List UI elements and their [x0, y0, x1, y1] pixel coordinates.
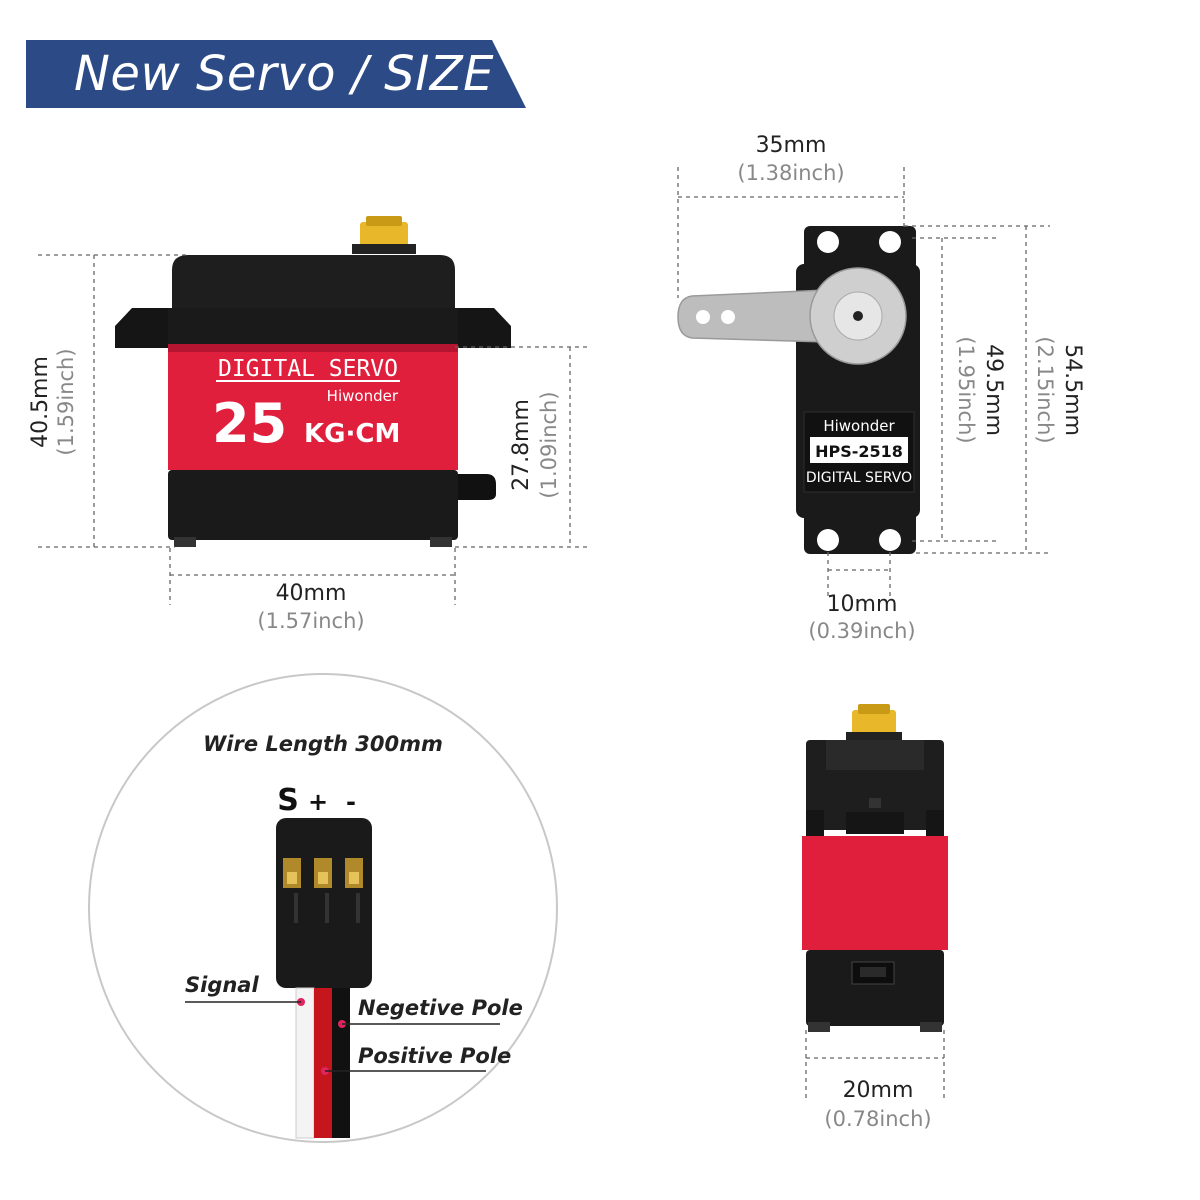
pin-plus-label: + [308, 788, 328, 816]
page-title: New Servo / SIZE [74, 46, 494, 102]
hole-gap-inch: (0.39inch) [808, 619, 915, 643]
gear-shaft-icon [360, 222, 408, 248]
front-dimension-lines [38, 254, 590, 605]
hole-spacing-inner-inch: (1.95inch) [954, 336, 978, 443]
signal-label: Signal [185, 973, 259, 997]
mount-flange-right [455, 308, 511, 348]
torque-unit: KG·CM [304, 419, 400, 449]
connector-plug [276, 818, 372, 988]
depth-mm: 20mm [843, 1078, 914, 1103]
servo-front-view: DIGITAL SERVO Hiwonder 25 KG·CM [115, 216, 511, 547]
cable-outlet [458, 474, 496, 500]
servo-side-view [802, 704, 948, 1032]
top-width-mm: 35mm [756, 133, 827, 158]
side-dimension-lines [805, 1030, 945, 1100]
hole-spacing-outer-mm: 54.5mm [1060, 344, 1085, 436]
servo-top-view: Hiwonder HPS-2518 DIGITAL SERVO [677, 226, 920, 554]
pin-minus-label: - [346, 788, 356, 816]
height-total-inch: (1.59inch) [54, 348, 78, 455]
depth-inch: (0.78inch) [824, 1107, 931, 1131]
width-mm: 40mm [276, 581, 347, 606]
top-digital-servo-text: DIGITAL SERVO [806, 470, 912, 486]
side-gear-shaft-icon [852, 710, 896, 736]
hole-spacing-outer-inch: (2.15inch) [1033, 336, 1057, 443]
mount-hole [817, 529, 839, 551]
top-width-inch: (1.38inch) [737, 161, 844, 185]
mount-flange-left [115, 308, 172, 348]
pin-signal-label: S [277, 783, 299, 818]
wire-length-title: Wire Length 300mm [203, 732, 443, 756]
brand-text: Hiwonder [327, 387, 399, 405]
servo-horn-arm [677, 289, 827, 343]
title-banner: New Servo / SIZE [26, 40, 526, 108]
negative-wire [332, 988, 350, 1138]
mount-hole [879, 231, 901, 253]
digital-servo-text: DIGITAL SERVO [218, 356, 398, 382]
torque-number: 25 [212, 392, 287, 455]
servo-label-band [168, 344, 458, 470]
hole-spacing-inner-mm: 49.5mm [981, 344, 1006, 436]
mount-hole [879, 529, 901, 551]
model-plate [810, 437, 908, 463]
side-label-band [802, 836, 948, 950]
signal-wire [295, 987, 315, 1139]
model-text: HPS-2518 [815, 442, 903, 461]
height-total-mm: 40.5mm [28, 356, 53, 448]
width-inch: (1.57inch) [257, 609, 364, 633]
banner-background [26, 40, 526, 108]
top-dimension-lines [677, 167, 1050, 598]
top-brand-text: Hiwonder [823, 417, 895, 435]
mount-hole [817, 231, 839, 253]
height-body-mm: 27.8mm [509, 399, 534, 491]
negative-pole-label: Negetive Pole [358, 996, 523, 1020]
hole-gap-mm: 10mm [827, 592, 898, 617]
positive-wire [314, 988, 332, 1138]
height-body-inch: (1.09inch) [537, 391, 561, 498]
positive-pole-label: Positive Pole [358, 1044, 511, 1068]
